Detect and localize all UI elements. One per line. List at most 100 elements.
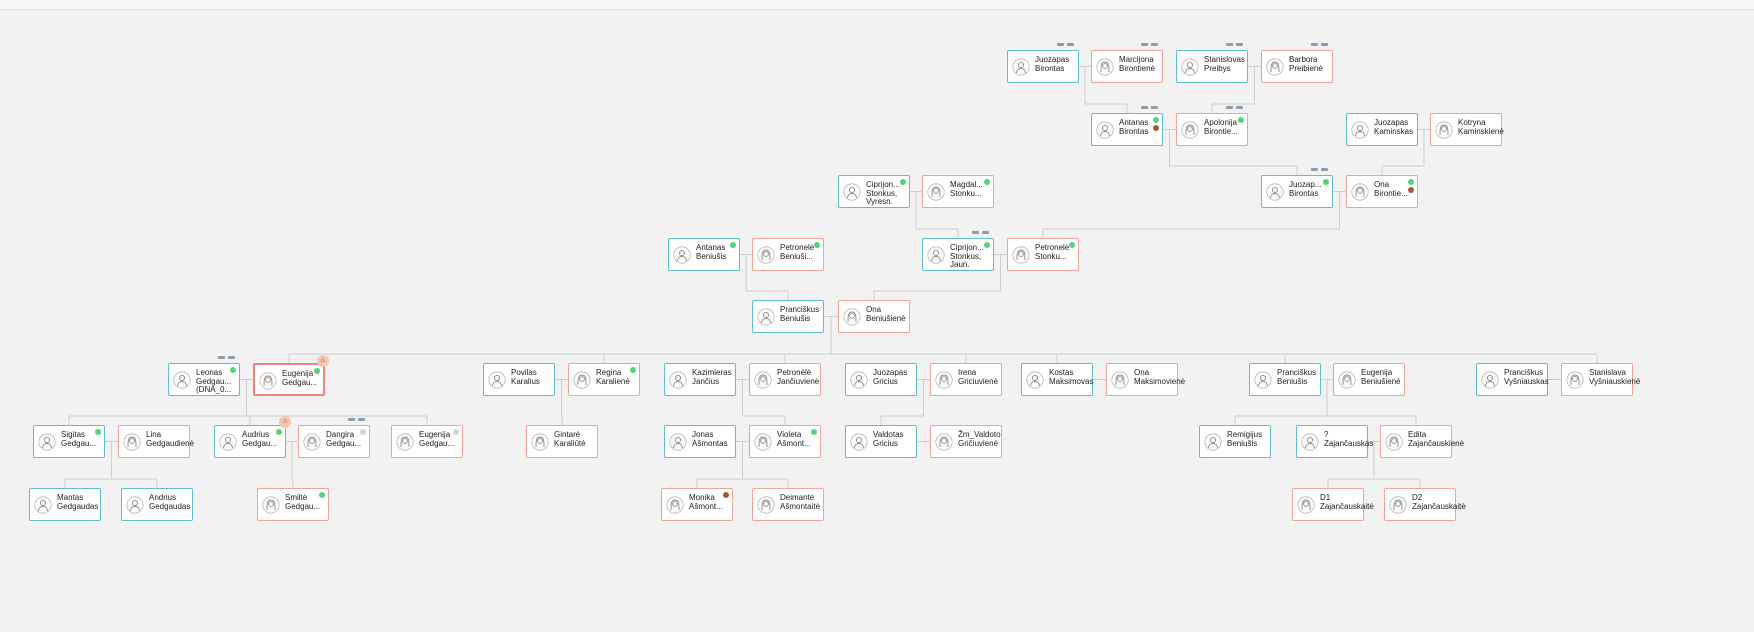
person-card-andrius[interactable]: Andrius Gedgaudas xyxy=(121,488,193,521)
person-card-irena[interactable]: Irena Griciuvienė xyxy=(930,363,1002,396)
avatar-icon xyxy=(573,371,591,389)
person-card-petronele-st[interactable]: Petronelė Stonku... xyxy=(1007,238,1079,271)
status-dot-green-icon xyxy=(1323,179,1329,185)
person-card-zajancauskas[interactable]: ? Zajančauskas xyxy=(1296,425,1373,458)
person-card-gintare[interactable]: Gintarė Karaliūtė xyxy=(526,425,598,458)
person-card-kazimieras[interactable]: Kazimieras Jančius xyxy=(664,363,736,396)
person-card-ona-m[interactable]: Ona Maksimovienė xyxy=(1106,363,1185,396)
person-name: Mantas Gedgaudas xyxy=(57,493,99,511)
person-card-mantas[interactable]: Mantas Gedgaudas xyxy=(29,488,101,521)
avatar-icon xyxy=(843,308,861,326)
avatar-icon xyxy=(1204,433,1222,451)
expand-ancestors-icon[interactable] xyxy=(1311,43,1329,48)
avatar-icon xyxy=(126,496,144,514)
status-dot-green-icon xyxy=(276,429,282,435)
avatar-icon xyxy=(1266,183,1284,201)
person-card-d1[interactable]: D1 Zajančauskaitė xyxy=(1292,488,1374,521)
person-card-leonas[interactable]: Leonas Gedgau... (DNA_0... xyxy=(168,356,240,396)
avatar-icon xyxy=(262,496,280,514)
avatar-icon xyxy=(1338,371,1356,389)
person-card-petronele-ben[interactable]: Petronelė Beniuši... xyxy=(752,238,824,271)
person-card-kostas[interactable]: Kostas Maksimovas xyxy=(1021,363,1093,396)
avatar-icon xyxy=(1266,58,1284,76)
person-card-regina[interactable]: Regina Karalienė xyxy=(568,363,640,396)
person-card-eugenija-g2[interactable]: Eugenija Gedgau... xyxy=(391,425,463,458)
expand-ancestors-icon[interactable] xyxy=(1311,168,1329,173)
person-card-petronele-j[interactable]: Petronėlė Jančiuvienė xyxy=(749,363,821,396)
status-dot-green-icon xyxy=(630,367,636,373)
person-card-lina[interactable]: Lina Gedgaudienė xyxy=(118,425,194,458)
person-card-valdotas[interactable]: Valdotas Gricius xyxy=(845,425,917,458)
avatar-icon xyxy=(850,371,868,389)
person-card-ciprijon-jau[interactable]: Ciprijon... Stonkus, Jaun. xyxy=(922,231,994,271)
person-card-ona-bir[interactable]: Ona Birontie... xyxy=(1346,175,1418,208)
person-card-pranciskus-ben[interactable]: Pranciškus Beniušis xyxy=(752,300,824,333)
person-card-audrius[interactable]: Audrius Gedgau...⌂ xyxy=(214,416,291,458)
expand-ancestors-icon[interactable] xyxy=(1141,43,1159,48)
person-card-smilte[interactable]: Smiltė Gedgau... xyxy=(257,488,329,521)
avatar-icon xyxy=(1012,246,1030,264)
person-card-stanislovas-p[interactable]: Stanislovas Preibys xyxy=(1176,43,1248,83)
person-card-magdal[interactable]: Magdal... Stonku... xyxy=(922,175,994,208)
avatar-icon xyxy=(1096,58,1114,76)
person-card-povilas[interactable]: Povilas Karalius xyxy=(483,363,555,396)
person-card-barbora[interactable]: Barbora Preibienė xyxy=(1261,43,1333,83)
person-card-pranciskus-ben2[interactable]: Pranciškus Beniušis xyxy=(1249,363,1321,396)
expand-ancestors-icon[interactable] xyxy=(1141,106,1159,111)
person-card-juozapas-kam[interactable]: Juozapas Kaminskas xyxy=(1346,113,1418,146)
avatar-icon xyxy=(850,433,868,451)
expand-ancestors-icon[interactable] xyxy=(348,418,366,423)
person-name: Ciprijon... Stonkus, Jaun. xyxy=(950,243,984,270)
avatar-icon xyxy=(1385,433,1403,451)
person-card-violeta[interactable]: Violeta Ašmont... xyxy=(749,425,821,458)
person-card-ona-ben[interactable]: Ona Beniušienė xyxy=(838,300,910,333)
person-card-eugenija-g[interactable]: Eugenija Gedgau...⌂ xyxy=(253,355,329,396)
person-card-eugenija-ben[interactable]: Eugenija Beniušienė xyxy=(1333,363,1405,396)
person-card-kotryna[interactable]: Kotryna Kaminskienė xyxy=(1430,113,1504,146)
person-name: Irena Griciuvienė xyxy=(958,368,999,386)
person-card-stanislava[interactable]: Stanislava Vyšniauskienė xyxy=(1561,363,1640,396)
person-name: Regina Karalienė xyxy=(596,368,630,386)
person-card-antanas-ben[interactable]: Antanas Beniušis xyxy=(668,238,740,271)
expand-ancestors-icon[interactable] xyxy=(1226,43,1244,48)
avatar-icon xyxy=(1012,58,1030,76)
expand-ancestors-icon[interactable] xyxy=(1226,106,1244,111)
person-card-juozapas-g[interactable]: Juozapas Gricius xyxy=(845,363,917,396)
person-card-marcijona[interactable]: Marcijona Birontienė xyxy=(1091,43,1163,83)
person-card-juozapas-bir1[interactable]: Juozapas Birontas xyxy=(1007,43,1079,83)
person-name: Ona Birontie... xyxy=(1374,180,1408,198)
person-name: Petronėlė Jančiuvienė xyxy=(777,368,820,386)
person-card-ciprijon-vyr[interactable]: Ciprijon... Stonkus, Vyresn. xyxy=(838,175,910,208)
person-card-apolonija[interactable]: Apolonija Birontie... xyxy=(1176,106,1248,146)
person-card-edita[interactable]: Edita Zajančauskienė xyxy=(1380,425,1464,458)
status-dot-green-icon xyxy=(811,429,817,435)
avatar-icon xyxy=(666,496,684,514)
expand-ancestors-icon[interactable] xyxy=(972,231,990,236)
person-name: Deimantė Ašmontaitė xyxy=(780,493,821,511)
person-card-monika[interactable]: Monika Ašmont... xyxy=(661,488,733,521)
family-group-icon[interactable]: ⌂ xyxy=(317,355,329,367)
family-group-icon[interactable]: ⌂ xyxy=(279,416,291,428)
expand-ancestors-icon[interactable] xyxy=(1057,43,1075,48)
person-card-deimante[interactable]: Deimantė Ašmontaitė xyxy=(752,488,824,521)
status-dot-brown-icon xyxy=(1408,187,1414,193)
person-card-remigijus[interactable]: Remigijus Beniušis xyxy=(1199,425,1271,458)
person-card-zm-valdoto[interactable]: Žm_Valdoto Gričiuvienė xyxy=(930,425,1002,458)
person-card-juozap-bir2[interactable]: Juozap... Birontas xyxy=(1261,168,1333,208)
person-name: Antanas Beniušis xyxy=(696,243,727,261)
avatar-icon xyxy=(1389,496,1407,514)
person-name: Magdal... Stonku... xyxy=(950,180,983,198)
avatar-icon xyxy=(303,433,321,451)
person-name: Kostas Maksimovas xyxy=(1049,368,1094,386)
person-card-dangira[interactable]: Dangira Gedgau... xyxy=(298,418,370,458)
person-card-d2[interactable]: D2 Zajančauskaitė xyxy=(1384,488,1466,521)
avatar-icon xyxy=(1435,121,1453,139)
person-name: Eugenija Gedgau... xyxy=(419,430,455,448)
expand-ancestors-icon[interactable] xyxy=(218,356,236,361)
person-card-sigitas[interactable]: Sigitas Gedgau... xyxy=(33,425,105,458)
person-card-pranciskus-v[interactable]: Pranciškus Vyšniauskas xyxy=(1476,363,1549,396)
person-name: Pranciškus Beniušis xyxy=(1277,368,1317,386)
person-card-jonas[interactable]: Jonas Ašmontas xyxy=(664,425,736,458)
person-card-antanas-bir[interactable]: Antanas Birontas xyxy=(1091,106,1163,146)
